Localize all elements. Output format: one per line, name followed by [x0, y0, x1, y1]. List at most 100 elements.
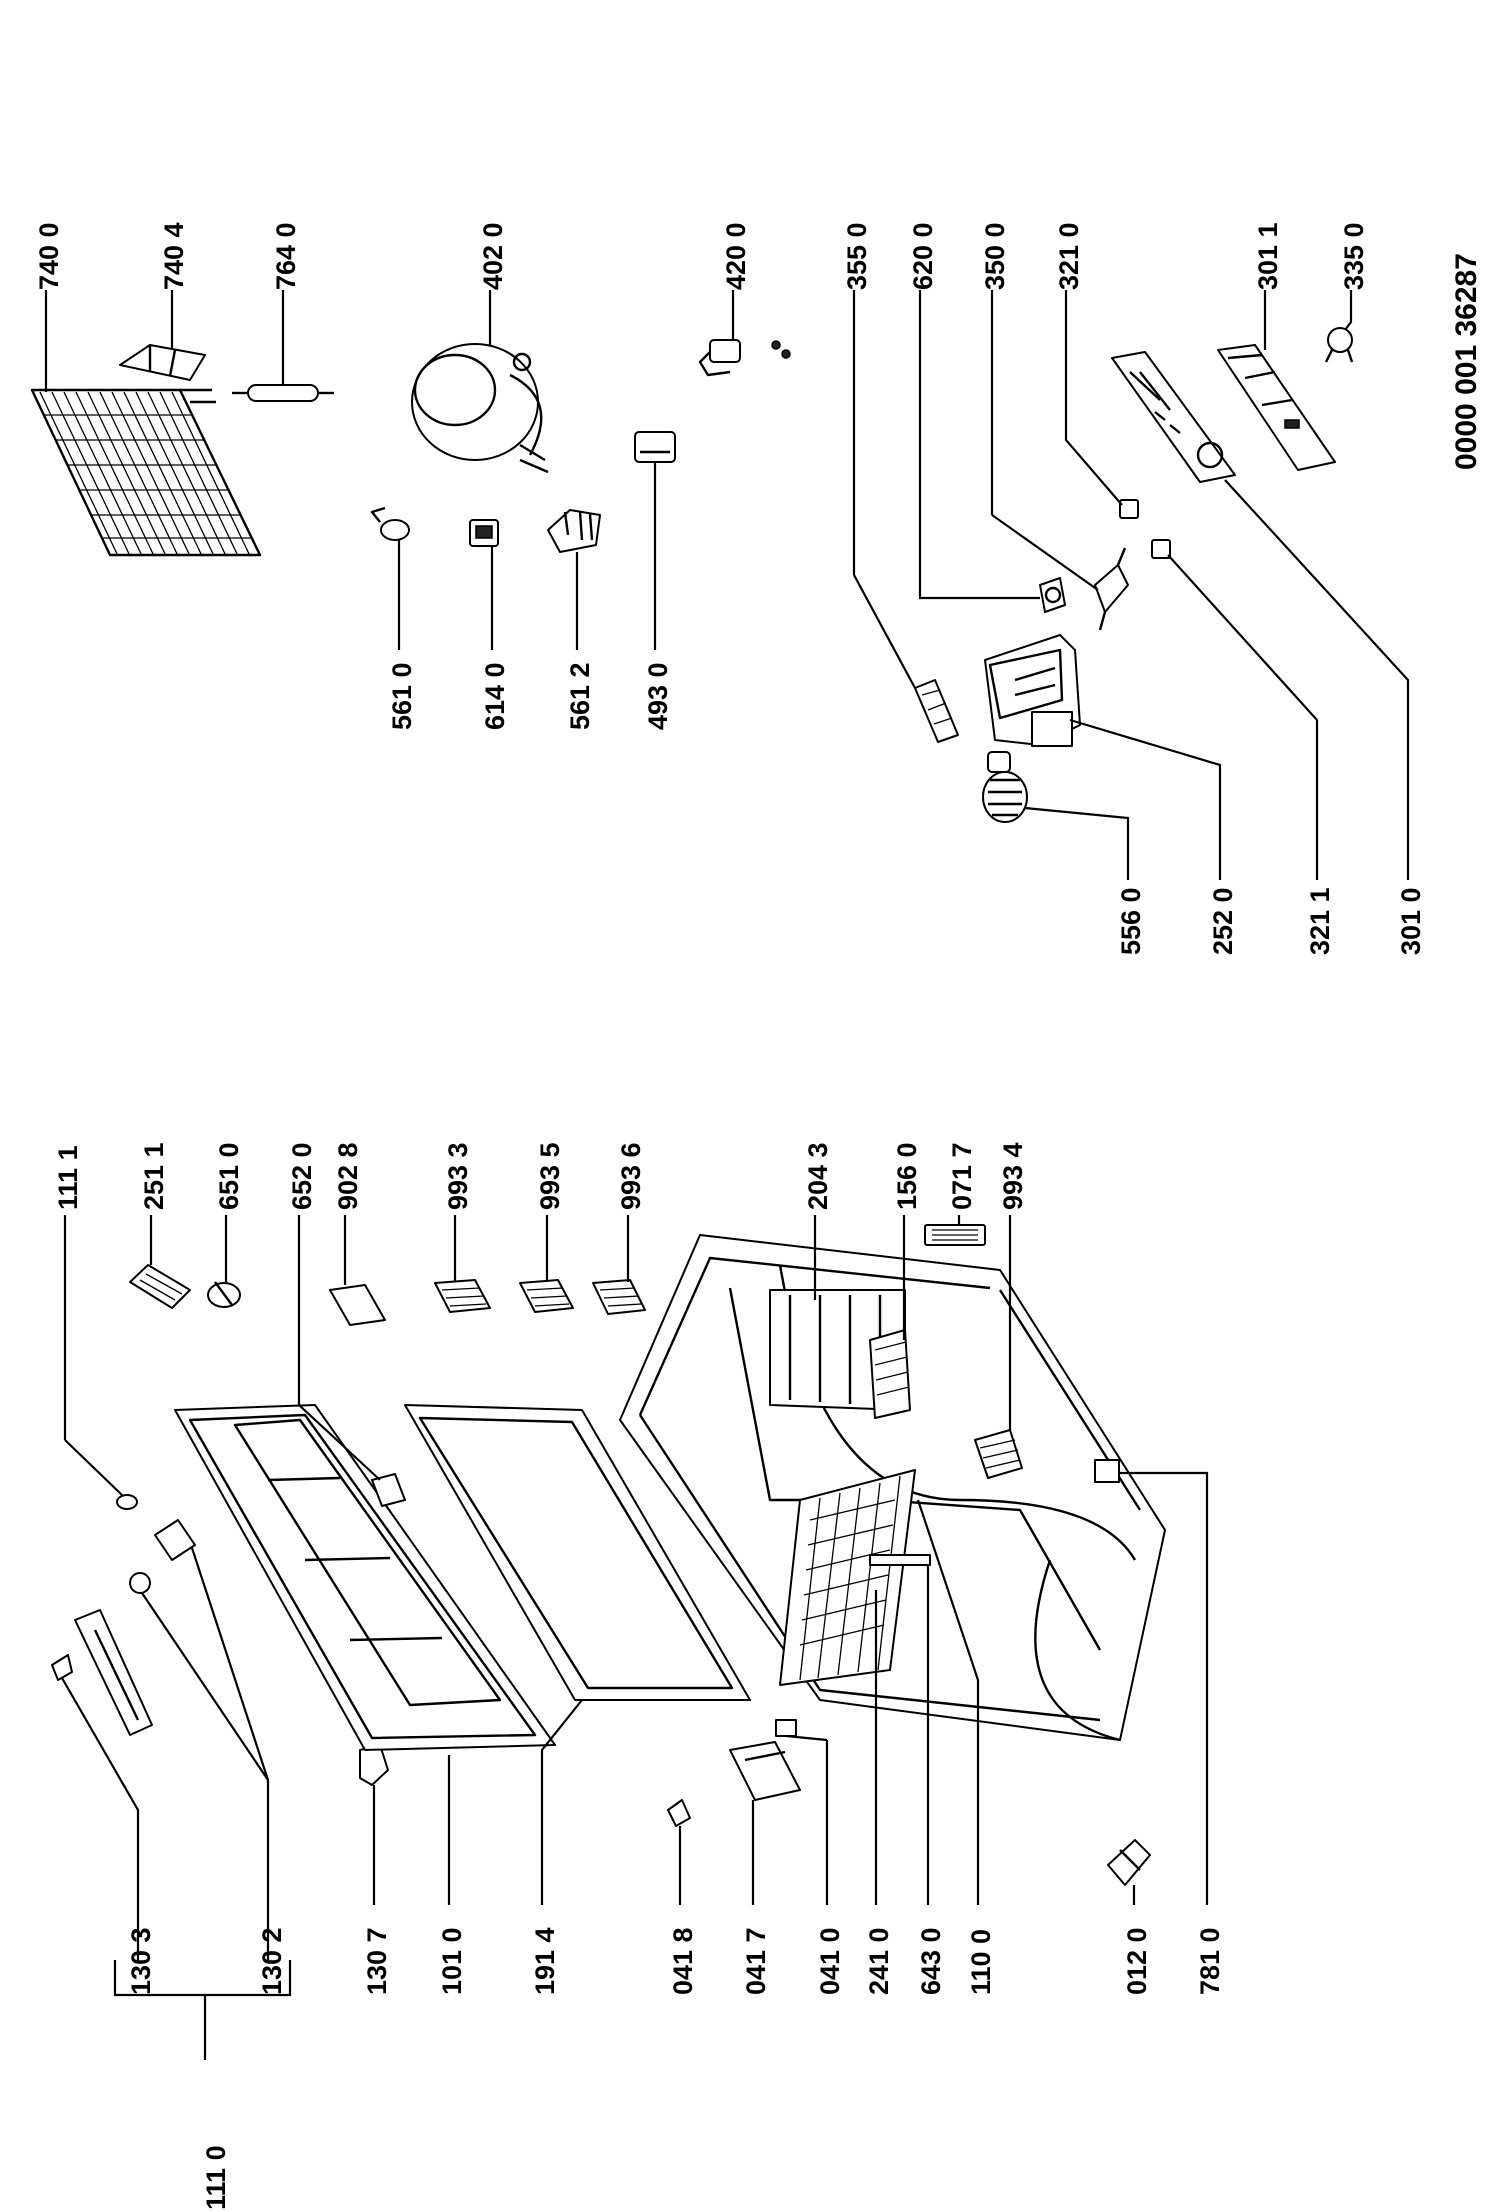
- foot-335-0: [1324, 327, 1354, 363]
- leader-321-1: [1167, 554, 1319, 880]
- leader-321-0: [1064, 290, 1123, 506]
- label-101-0: 101 0: [437, 1927, 467, 1995]
- label-012-0: 012 0: [1122, 1927, 1152, 1995]
- label-993-6: 993 6: [616, 1142, 646, 1210]
- leader-301-0: [1224, 479, 1410, 880]
- label-561-2: 561 2: [565, 662, 595, 730]
- label-156-0: 156 0: [892, 1142, 922, 1210]
- label-sticker-902-8: [329, 1284, 386, 1326]
- label-643-0: 643 0: [916, 1927, 946, 1995]
- bracket-740-4: [119, 344, 206, 381]
- label-993-3: 993 3: [443, 1142, 473, 1210]
- label-130-7: 130 7: [362, 1927, 392, 1995]
- grille-993-4: [974, 1429, 1023, 1479]
- control-panel-301-0: [1111, 351, 1236, 483]
- bottom-labels: 111 1 251 1 651 0 652 0 902 8 993 3 993 …: [53, 1142, 1225, 2210]
- grille-993-6: [592, 1279, 646, 1315]
- leader-110-0: [916, 1499, 980, 1905]
- filter-drier-764-0: [232, 384, 334, 402]
- condenser-coil: [30, 388, 262, 557]
- label-321-0: 321 0: [1054, 222, 1084, 290]
- bracket-012-0: [1107, 1839, 1151, 1886]
- leader-350-0b: [991, 514, 1099, 591]
- control-panel-301-1: [1217, 344, 1336, 471]
- leader-556-0: [1024, 806, 1130, 880]
- leader-652-0: [297, 1215, 381, 1481]
- leader-620-0: [918, 290, 1040, 600]
- hinge-part-130-3: [51, 1654, 73, 1681]
- label-130-3: 130 3: [126, 1927, 156, 1995]
- leader-191-4: [540, 1699, 583, 1905]
- grille-993-3: [434, 1279, 491, 1313]
- clip-321-0: [1119, 499, 1139, 519]
- bracket-111-0: [113, 1960, 292, 2060]
- label-041-0: 041 0: [815, 1927, 845, 1995]
- foot-041-0: [775, 1719, 797, 1737]
- label-781-0: 781 0: [1195, 1927, 1225, 1995]
- grille-993-5: [519, 1279, 574, 1313]
- leader-355-0b: [853, 574, 916, 689]
- foot-041-8: [667, 1799, 691, 1827]
- label-993-5: 993 5: [535, 1142, 565, 1210]
- label-740-4: 740 4: [159, 222, 189, 290]
- label-204-3: 204 3: [803, 1142, 833, 1210]
- label-764-0: 764 0: [271, 222, 301, 290]
- thermostat-bracket-252-0: [984, 634, 1081, 747]
- leader-781-0: [1119, 1471, 1209, 1905]
- clip-614-0: [469, 519, 499, 547]
- label-652-0: 652 0: [287, 1142, 317, 1210]
- label-350-0: 350 0: [980, 222, 1010, 290]
- label-301-0: 301 0: [1396, 887, 1426, 955]
- basket-241-0: [779, 1469, 916, 1686]
- label-614-0: 614 0: [480, 662, 510, 730]
- compressor-402-0: [411, 343, 549, 474]
- grommet-561-0: [370, 506, 410, 541]
- bushing-561-2: [547, 509, 601, 553]
- label-110-0: 110 0: [966, 1929, 996, 1995]
- label-402-0: 402 0: [478, 222, 508, 290]
- lamp-holder-620-0: [1039, 577, 1066, 613]
- label-620-0: 620 0: [908, 222, 938, 290]
- vent-071-7: [924, 1224, 986, 1246]
- thermostat-knob-556-0: [982, 751, 1028, 823]
- lock-651-0: [207, 1281, 241, 1308]
- label-335-0: 335 0: [1339, 222, 1369, 290]
- leader-130-2b: [190, 1547, 270, 1781]
- label-111-1: 111 1: [53, 1145, 83, 1210]
- hinge-111-1: [116, 1494, 138, 1510]
- leader-111-1b: [64, 1439, 123, 1496]
- label-251-1: 251 1: [139, 1142, 169, 1210]
- drain-plug-643-0: [869, 1554, 931, 1566]
- leader-130-2: [141, 1592, 270, 1960]
- label-041-8: 041 8: [668, 1927, 698, 1995]
- label-111-0: 111 0: [201, 2145, 231, 2210]
- label-493-0: 493 0: [643, 662, 673, 730]
- label-902-8: 902 8: [333, 1142, 363, 1210]
- leader-041-0b: [785, 1734, 828, 1742]
- label-993-4: 993 4: [998, 1142, 1028, 1210]
- clip-321-1: [1151, 539, 1171, 559]
- lamp-350-0: [1094, 547, 1129, 631]
- label-556-0: 556 0: [1116, 887, 1146, 955]
- lid-lock-652-0: [371, 1473, 406, 1507]
- label-071-7: 071 7: [947, 1142, 977, 1210]
- document-number: 0000 001 36287: [1450, 253, 1483, 470]
- top-labels: 740 0 740 4 764 0 402 0 420 0 355 0 620 …: [34, 222, 1426, 955]
- label-740-0: 740 0: [34, 222, 64, 290]
- hinge-cover-130-3b: [74, 1609, 153, 1736]
- hinge-130-7: [359, 1744, 389, 1786]
- hinge-pin-130-2: [129, 1519, 196, 1594]
- label-420-0: 420 0: [721, 222, 751, 290]
- label-130-2: 130 2: [257, 1927, 287, 1995]
- lid-101-0: [174, 1404, 556, 1751]
- light-switch-355-0: [914, 679, 959, 743]
- start-relay-420-0: [698, 339, 791, 377]
- label-355-0: 355 0: [842, 222, 872, 290]
- label-041-7: 041 7: [741, 1927, 771, 1995]
- gasket-191-4: [404, 1404, 751, 1701]
- leader-130-3: [61, 1677, 140, 1960]
- leader-335-0: [1344, 290, 1353, 331]
- handle-251-1: [129, 1264, 191, 1309]
- label-651-0: 651 0: [214, 1142, 244, 1210]
